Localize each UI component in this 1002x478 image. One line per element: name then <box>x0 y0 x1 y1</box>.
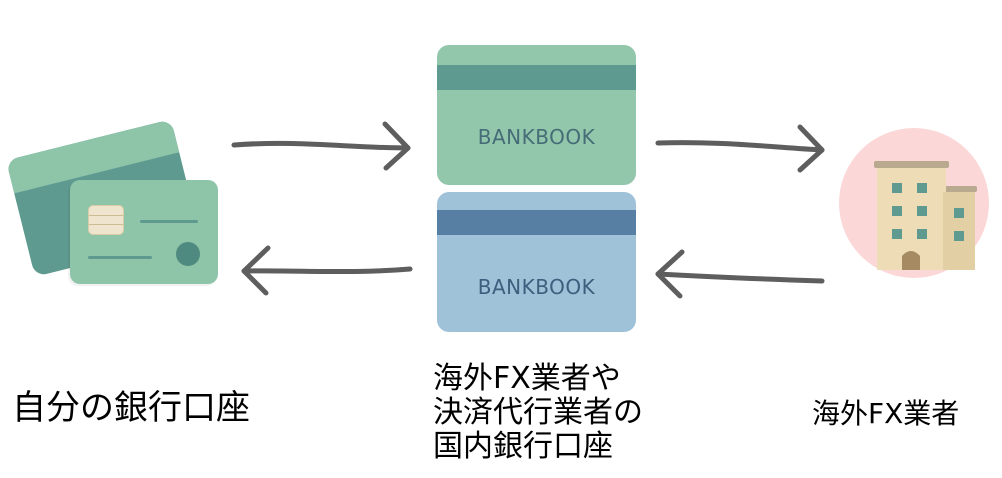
building-icon <box>874 161 977 270</box>
overseas-fx-broker-label: 海外FX業者 <box>812 397 960 430</box>
domestic-label-line-1: 海外FX業者や <box>433 361 621 396</box>
arrow-middle-to-left-icon <box>241 245 413 296</box>
bankbook-blue-label: BANKBOOK <box>477 275 596 299</box>
bankbook-blue-icon: BANKBOOK <box>437 192 636 332</box>
front-card-icon <box>70 180 218 284</box>
card-chip-icon <box>88 205 124 235</box>
own-bank-account-label: 自分の銀行口座 <box>12 388 250 428</box>
card-dot-icon <box>176 242 200 266</box>
domestic-label-line-2: 決済代行業者の <box>433 395 643 430</box>
card-line-1 <box>140 220 198 223</box>
arrow-middle-to-right-icon <box>655 124 825 173</box>
bankbook-green-label: BANKBOOK <box>477 125 596 149</box>
domestic-label-line-3: 国内銀行口座 <box>433 429 613 464</box>
domestic-bank-account-label: 海外FX業者や 決済代行業者の 国内銀行口座 <box>433 362 643 464</box>
bankbook-green-band <box>437 65 636 90</box>
bankbook-blue-band <box>437 210 636 235</box>
arrow-right-to-middle-icon <box>655 249 825 299</box>
arrow-left-to-middle-icon <box>231 121 411 171</box>
card-line-2 <box>88 256 152 259</box>
bankbook-green-icon: BANKBOOK <box>437 45 636 185</box>
